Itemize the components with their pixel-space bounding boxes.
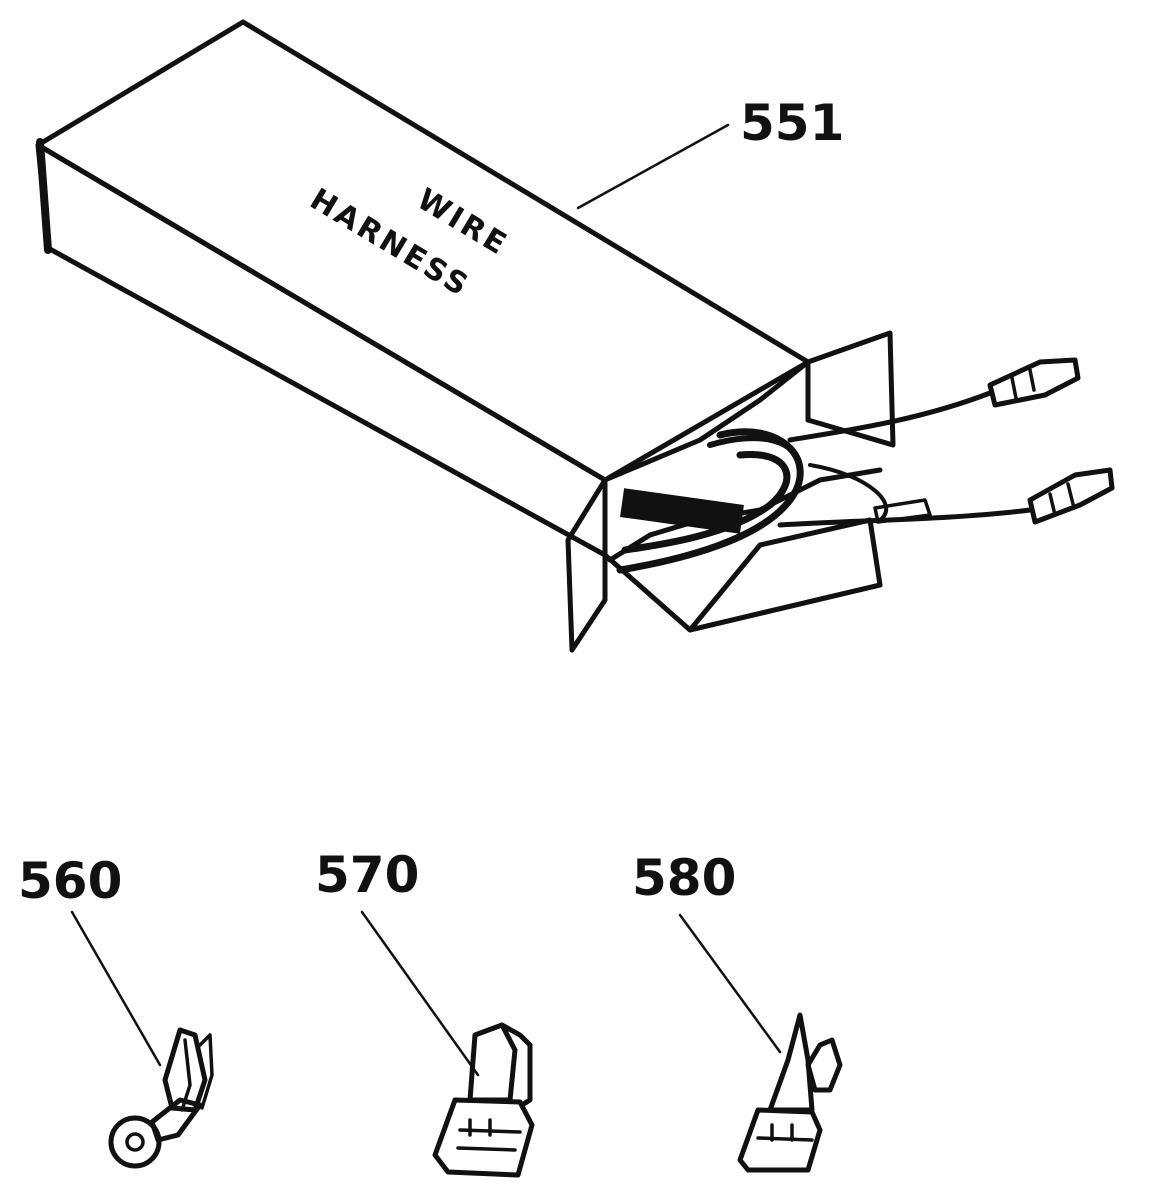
leader-551: [576, 123, 730, 210]
callout-570: 570: [315, 846, 419, 904]
leader-570: [360, 910, 480, 1077]
connector-bottom: [1027, 467, 1115, 525]
callout-560: 560: [18, 852, 122, 910]
callout-551: 551: [740, 94, 844, 152]
ring-terminal: [108, 1027, 214, 1169]
spade-terminal: [737, 1012, 843, 1173]
wire-harness-box: WIRE HARNESS: [35, 19, 1115, 653]
flag-terminal: [432, 1022, 535, 1178]
leader-560: [70, 910, 162, 1067]
callout-580: 580: [632, 849, 736, 907]
leader-580: [678, 913, 782, 1054]
connector-top: [987, 357, 1081, 408]
